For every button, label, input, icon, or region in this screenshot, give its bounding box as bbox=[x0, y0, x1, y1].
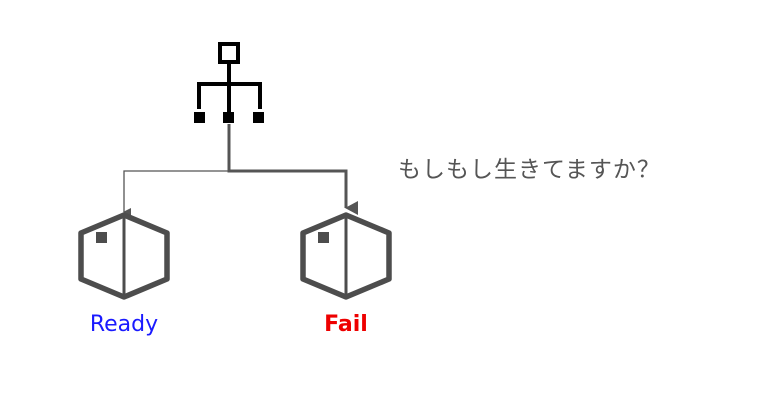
package-box-icon bbox=[78, 212, 170, 300]
node-label-ready: Ready bbox=[89, 312, 159, 337]
hierarchy-icon bbox=[194, 42, 264, 123]
node-label-fail: Fail bbox=[324, 312, 368, 337]
package-box-icon bbox=[300, 212, 392, 300]
connector-to-fail bbox=[227, 124, 358, 215]
speech-text: もしもし生きてますか？ bbox=[398, 157, 661, 183]
connector-to-ready bbox=[123, 170, 229, 216]
